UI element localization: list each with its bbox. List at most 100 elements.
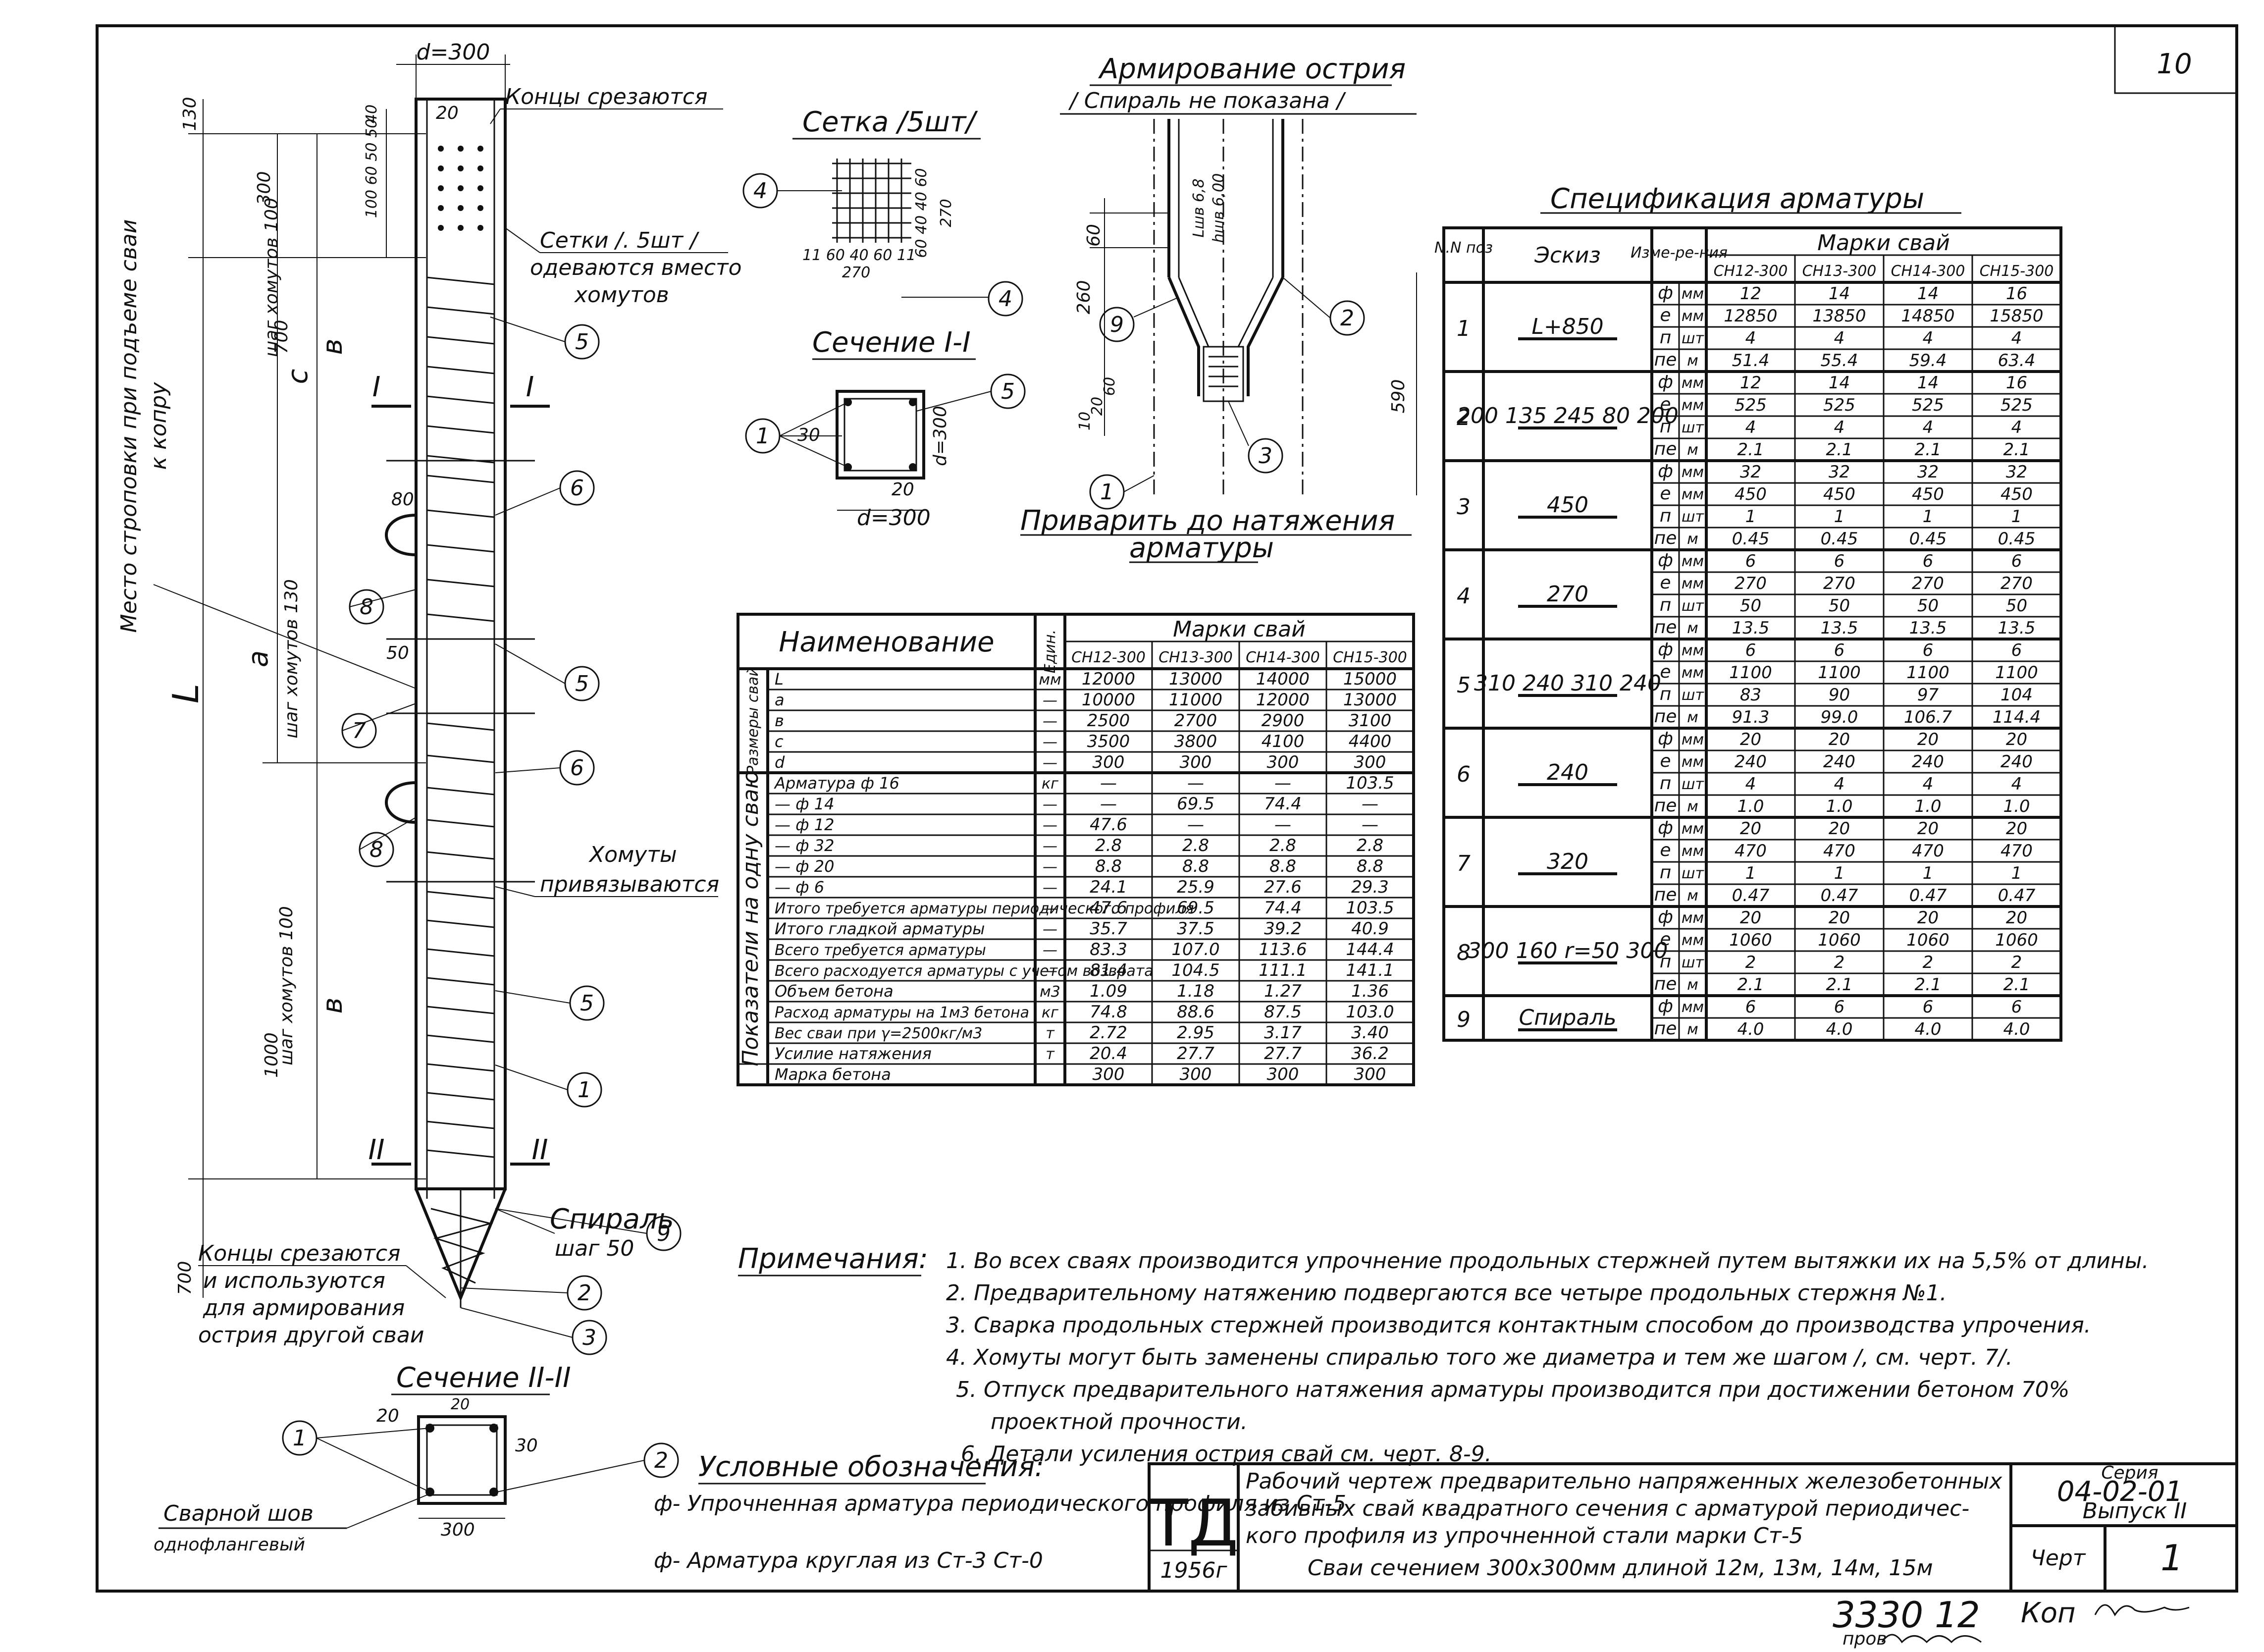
spec-value: 63.4: [1998, 351, 2036, 371]
dim-700-tip: 700: [175, 1261, 195, 1295]
spec-param: пе: [1654, 439, 1677, 459]
stirrups-tied-1: Хомуты: [588, 842, 677, 867]
tip-dim-260: 260: [1074, 280, 1094, 315]
dim-300-top: 300: [254, 171, 274, 206]
mesh-dim-270v: 270: [938, 199, 955, 227]
spec-unit: мм: [1682, 553, 1704, 570]
note-2: 2. Предварительному натяжению подвергают…: [946, 1280, 1947, 1306]
spec-value: 4: [1834, 418, 1845, 437]
callout-leader: [460, 1287, 568, 1293]
spec-value: 2: [2011, 953, 2022, 972]
spec-value: 240: [2001, 752, 2033, 772]
tip-callout-9: 9: [1110, 312, 1124, 337]
nets-label-2: одеваются вместо: [530, 255, 742, 280]
spec-value: 2.1: [2003, 975, 2030, 995]
spec-value: 106.7: [1904, 707, 1952, 727]
spec-value: 0.47: [1909, 886, 1947, 906]
row-value: 81.4: [1090, 960, 1127, 980]
spec-value: 12850: [1724, 306, 1777, 326]
spec-value: 12: [1740, 373, 1761, 393]
spec-item-no: 7: [1457, 851, 1471, 876]
footer-prov: пров: [1843, 1629, 1887, 1649]
row-name: d: [775, 753, 785, 772]
callout-number: 5: [575, 671, 589, 696]
mesh-callout: 4: [753, 178, 767, 204]
spec-unit: мм: [1682, 909, 1704, 927]
row-name: — ф 6: [775, 878, 824, 897]
spec-unit: мм: [1682, 731, 1704, 748]
tip-title: Армирование острия: [1098, 53, 1406, 85]
spec-value: 1: [1923, 863, 1934, 883]
section-II-dim-20a: 20: [376, 1406, 399, 1426]
spec-value: 0.45: [1732, 529, 1770, 549]
row-value: 104.5: [1171, 960, 1219, 980]
row-value: 4100: [1262, 732, 1305, 751]
spec-value: 13850: [1812, 306, 1866, 326]
row-name: с: [775, 732, 784, 751]
spec-value: 20: [1740, 730, 1761, 749]
section-I-left: I: [372, 371, 381, 403]
row-value: 15000: [1343, 669, 1397, 689]
spec-value: 0.45: [1821, 529, 1858, 549]
spec-value: 1060: [1906, 930, 1949, 950]
stirrup-line: [426, 819, 495, 828]
row-name: Усилие натяжения: [775, 1044, 932, 1063]
spec-value: 13.5: [1821, 618, 1858, 638]
section-II: Сечение II-II 20 20 30 300 1 2 Сварной ш…: [154, 1362, 679, 1555]
row-unit: —: [1043, 921, 1057, 938]
a-label: а: [242, 650, 274, 667]
mesh-detail: Сетка /5шт/ 4 60 40 40 60 270 11 60 40 6…: [742, 106, 1023, 317]
spec-param: е: [1660, 840, 1671, 860]
mesh-callout-b: 4: [999, 286, 1012, 312]
spec-value: 4: [1745, 418, 1756, 437]
spec-unit: мм: [1682, 642, 1704, 659]
row-value: 47.6: [1090, 815, 1127, 835]
spec-value: 20: [1917, 908, 1939, 928]
spec-value: 50: [1917, 596, 1939, 616]
stirrup-line: [426, 366, 495, 374]
spec-param: ф: [1658, 729, 1673, 749]
stirrup-line: [426, 579, 495, 587]
stirrup-line: [426, 891, 495, 900]
spec-value: 14850: [1901, 306, 1954, 326]
spec-value: 16: [2006, 373, 2027, 393]
row-value: 13000: [1169, 669, 1222, 689]
row-unit: —: [1043, 734, 1057, 751]
spec-value: 90: [1829, 685, 1850, 705]
spec-value: 2.1: [1826, 975, 1852, 995]
spec-value: 1.0: [2003, 797, 2030, 816]
stirrup-line: [426, 425, 495, 434]
spec-value: 1: [2011, 507, 2022, 527]
nets-label-1: Сетки /. 5шт /: [540, 228, 699, 253]
stirrup-line: [426, 1092, 495, 1101]
spec-value: 1100: [1906, 663, 1949, 683]
spec-unit: шт: [1682, 954, 1704, 971]
row-name: Расход арматуры на 1м3 бетона: [775, 1004, 1029, 1021]
spec-value: 6: [1834, 640, 1845, 660]
row-value: 103.0: [1346, 1002, 1394, 1022]
spec-value: 240: [1823, 752, 1855, 772]
callout-number: 5: [575, 329, 589, 355]
mesh-dots: [438, 146, 483, 231]
section-I-d-label-v: d=300: [930, 406, 950, 466]
spec-value: 83: [1740, 685, 1761, 705]
row-name: Итого гладкой арматуры: [775, 919, 985, 938]
row-unit: —: [1043, 817, 1057, 834]
legend-item-2: ф- Арматура круглая из Ст-3 Ст-0: [654, 1548, 1043, 1573]
spec-param: п: [1660, 327, 1672, 348]
spec-param: пе: [1654, 528, 1677, 548]
spec-unit: м: [1687, 798, 1698, 815]
callout-leader: [359, 817, 417, 850]
stirrup-step-100-bot: 1000: [262, 1032, 282, 1078]
spec-param: п: [1660, 773, 1672, 794]
spec-value: 4: [1923, 774, 1934, 794]
notes: Примечания: 1. Во всех сваях производитс…: [738, 1243, 2149, 1467]
spec-value: 2.1: [1826, 440, 1852, 460]
spec-value: 525: [1823, 395, 1855, 415]
row-value: 300: [1180, 1065, 1212, 1084]
row-value: 37.5: [1177, 919, 1214, 939]
spec-item-no: 9: [1457, 1007, 1471, 1032]
spec-value: 1.0: [1914, 797, 1941, 816]
spec-value: 20: [1740, 819, 1761, 839]
